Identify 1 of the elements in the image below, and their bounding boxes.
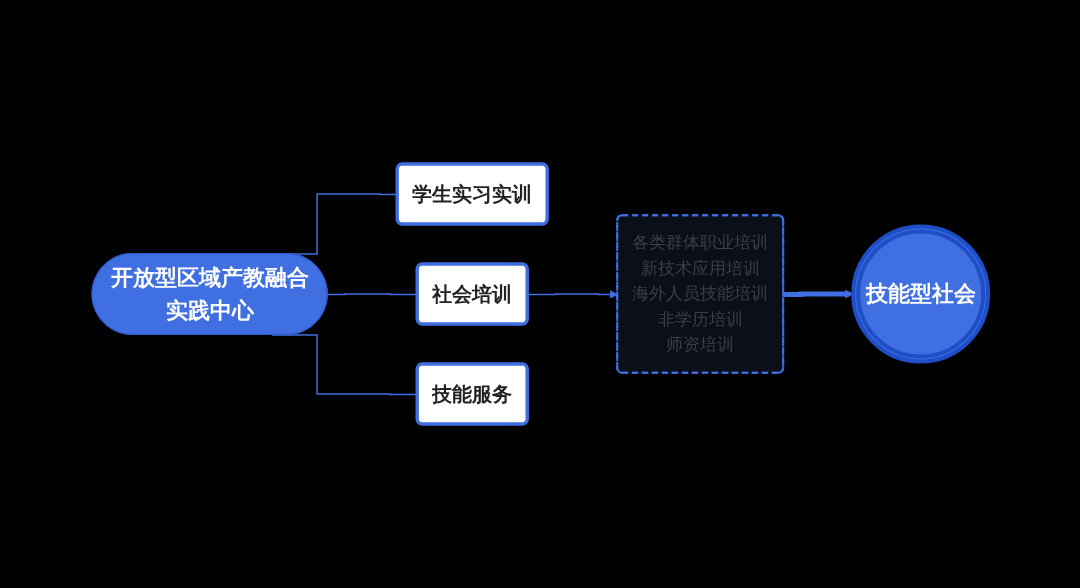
node-circle: 技能型社会 (851, 224, 991, 364)
